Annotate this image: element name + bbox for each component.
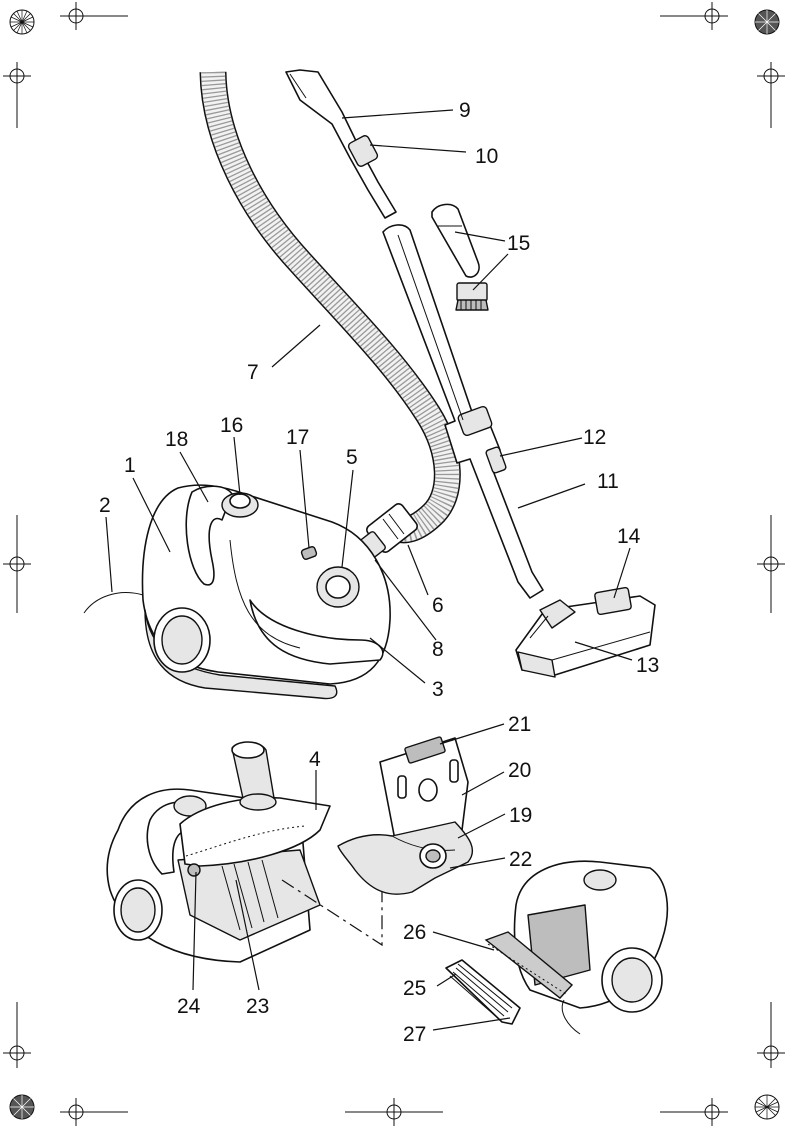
callout-18: 18: [165, 428, 188, 451]
callout-1: 1: [124, 454, 136, 477]
callout-5: 5: [346, 446, 358, 469]
crop-mark-bottom-right: [755, 1095, 779, 1119]
crop-mark-top-left: [10, 10, 34, 34]
callout-25: 25: [403, 977, 426, 1000]
callout-8: 8: [432, 638, 444, 661]
callout-20: 20: [508, 759, 531, 782]
crevice-tool: [432, 204, 479, 277]
filter-grille-cover: [446, 960, 520, 1024]
vacuum-open-lid-illustration: [107, 742, 330, 962]
callout-19: 19: [509, 804, 532, 827]
callout-12: 12: [583, 426, 606, 449]
crosshair-right-2: [757, 1002, 785, 1068]
vacuum-assembly-illustration: [84, 70, 655, 699]
crosshair-right-1: [757, 62, 785, 128]
vacuum-body: [142, 485, 390, 698]
callout-9: 9: [459, 99, 471, 122]
callout-15: 15: [507, 232, 530, 255]
callout-26: 26: [403, 921, 426, 944]
crosshair-right-mid: [757, 515, 785, 613]
callout-11: 11: [597, 470, 619, 493]
callout-27: 27: [403, 1023, 426, 1046]
callout-7: 7: [247, 361, 259, 384]
callout-6: 6: [432, 594, 444, 617]
handle-tube: [286, 70, 396, 218]
floor-nozzle: [516, 587, 655, 677]
paper-dust-bag: [338, 822, 472, 894]
crosshair-bottom-mid: [345, 1098, 443, 1126]
dust-bag-illustration: [338, 737, 472, 895]
callout-14: 14: [617, 525, 641, 548]
callout-17: 17: [286, 426, 309, 449]
crop-mark-bottom-left: [10, 1095, 34, 1119]
crosshair-top-1: [60, 2, 128, 30]
crosshair-top-2: [660, 2, 728, 30]
callout-24: 24: [177, 995, 201, 1018]
crosshair-bottom-2: [660, 1098, 728, 1126]
callout-23: 23: [246, 995, 269, 1018]
callout-2: 2: [99, 494, 111, 517]
crosshair-left-mid: [3, 515, 31, 613]
crosshair-left-2: [3, 1002, 31, 1068]
callout-22: 22: [509, 848, 532, 871]
power-cord: [84, 593, 143, 613]
vacuum-rear-illustration: [515, 861, 668, 1034]
callout-16: 16: [220, 414, 243, 437]
callout-13: 13: [636, 654, 659, 677]
crosshair-bottom-1: [60, 1098, 128, 1126]
dusting-brush: [456, 283, 488, 310]
crop-mark-top-right: [755, 10, 779, 34]
callout-10: 10: [475, 145, 498, 168]
registration-marks: [3, 2, 785, 1126]
callout-3: 3: [432, 678, 444, 701]
callout-21: 21: [508, 713, 531, 736]
crosshair-left-1: [3, 62, 31, 128]
callout-4: 4: [309, 748, 321, 771]
